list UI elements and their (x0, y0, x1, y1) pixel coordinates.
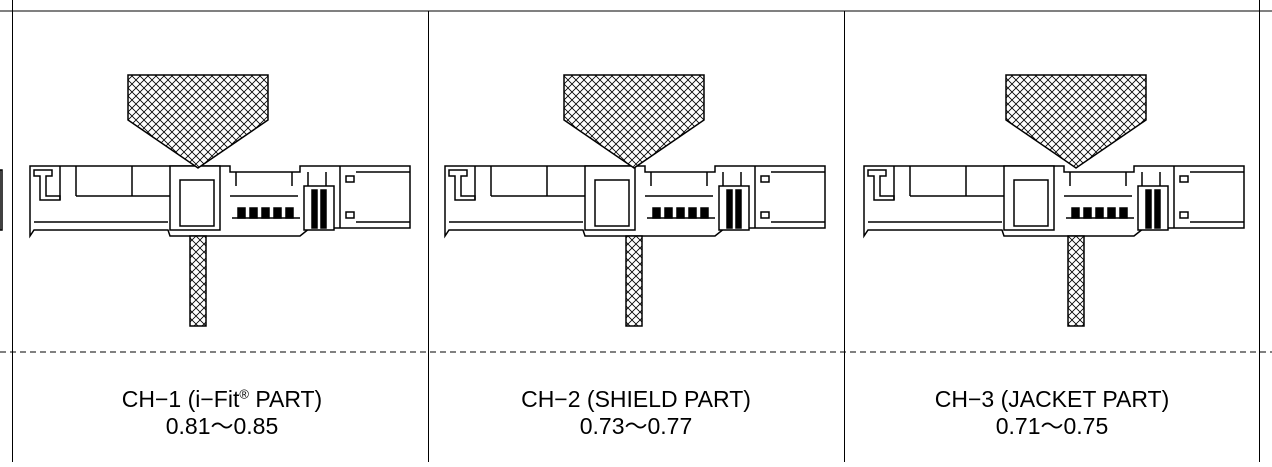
label-ch3-prefix: CH−3 (JACKET PART) (934, 386, 1170, 412)
probe-head-ch1 (127, 74, 269, 169)
contact-finger (273, 207, 282, 219)
label-ch1: CH−1 (i−Fit® PART) 0.81〜0.85 (16, 386, 428, 440)
registered-mark: ® (239, 386, 249, 402)
contact-finger (237, 207, 246, 219)
connector-ch3 (863, 74, 1245, 327)
contact-finger (1071, 207, 1080, 219)
value-ch2: 0.73〜0.77 (579, 413, 693, 439)
label-ch2: CH−2 (SHIELD PART) 0.73〜0.77 (430, 386, 842, 440)
connector-ch1 (29, 74, 411, 327)
shield-ring-ch3 (1137, 185, 1169, 231)
contact-finger (700, 207, 709, 219)
contact-finger (1083, 207, 1092, 219)
label-ch2-prefix: CH−2 (SHIELD PART) (521, 386, 751, 412)
contact-finger (1119, 207, 1128, 219)
contact-finger (652, 207, 661, 219)
probe-rod-ch2 (625, 235, 643, 327)
panels-group (29, 74, 1245, 327)
probe-rod-ch1 (189, 235, 207, 327)
probe-head-ch3 (1005, 74, 1147, 169)
shield-ring-ch2 (718, 185, 750, 231)
value-ch3: 0.71〜0.75 (995, 413, 1109, 439)
contact-finger (261, 207, 270, 219)
probe-head-ch2 (563, 74, 705, 169)
label-ch3: CH−3 (JACKET PART) 0.71〜0.75 (846, 386, 1258, 440)
contact-finger (285, 207, 294, 219)
contact-finger (676, 207, 685, 219)
value-ch1: 0.81〜0.85 (165, 413, 279, 439)
label-ch1-prefix: CH−1 (i−Fit (121, 386, 240, 412)
contact-finger (688, 207, 697, 219)
label-ch1-suffix: PART) (248, 386, 323, 412)
contact-finger (664, 207, 673, 219)
contact-finger (1095, 207, 1104, 219)
clipped-previous-drawing (0, 169, 3, 231)
shield-ring-ch1 (303, 185, 335, 231)
contact-finger (249, 207, 258, 219)
probe-rod-ch3 (1067, 235, 1085, 327)
connector-ch2 (444, 74, 826, 327)
contact-finger (1107, 207, 1116, 219)
